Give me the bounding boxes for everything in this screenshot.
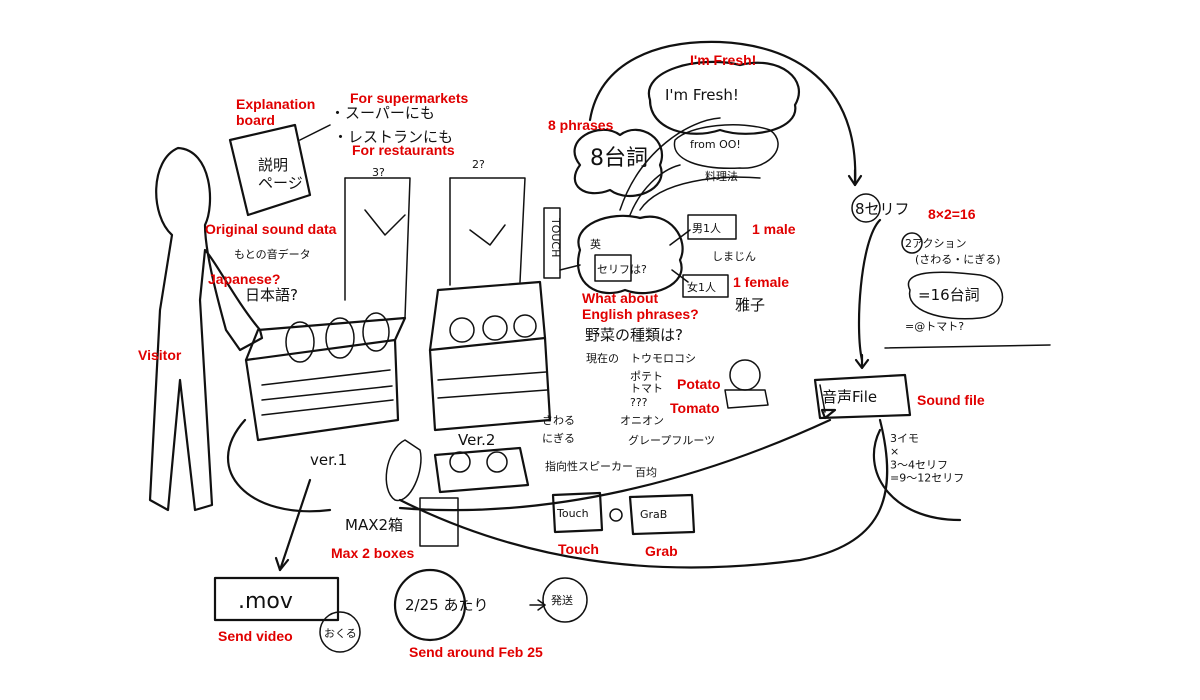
tomorokoshi: トウモロコシ: [630, 352, 696, 365]
eight-shi: 8台詞: [590, 146, 648, 171]
annotation-tomato: Tomato: [670, 400, 720, 416]
touch-box-text: Touch: [556, 507, 589, 520]
female-name: 雅子: [735, 296, 765, 314]
annotation-im-fresh: I'm Fresh!: [690, 52, 757, 68]
max2: MAX2箱: [345, 516, 403, 534]
annotation-send-video: Send video: [218, 628, 293, 644]
from-oo: from OO!: [690, 138, 741, 151]
restaurant-jp: ・レストランにも: [333, 128, 453, 146]
motono-oto: もとの音データ: [234, 247, 311, 261]
calc-arrow: [872, 428, 962, 522]
display-box-2: [428, 177, 561, 432]
annotation-send-around-feb25: Send around Feb 25: [409, 644, 543, 660]
hyaku: 百均: [635, 466, 657, 479]
date-text: 2/25 あたり: [405, 596, 488, 614]
hassou: 発送: [551, 593, 573, 607]
ima: 現在の: [586, 352, 619, 365]
ver2: Ver.2: [458, 431, 495, 449]
tomato-jp: トマト: [630, 382, 663, 395]
annotation-one-female: 1 female: [733, 274, 790, 290]
annotation-for-restaurants: For restaurants: [352, 142, 455, 158]
two-action: 2アクション: [905, 237, 966, 250]
potato-jp: ポテト: [630, 370, 663, 383]
arrow-to-sound: [398, 418, 832, 512]
annotation-eight-times-two: 8×2=16: [928, 206, 976, 222]
annotation-max-two-boxes: Max 2 boxes: [331, 545, 415, 561]
english-bubble: [559, 214, 684, 295]
tomato-q: =@トマト?: [905, 320, 964, 333]
okuru: おくる: [324, 627, 357, 640]
annotation-explanation-board: Explanation board: [236, 96, 316, 128]
supermarket-jp: ・スーパーにも: [330, 104, 435, 122]
male-name: しまじん: [712, 250, 756, 263]
grab-box-text: GraB: [640, 508, 667, 521]
nihongo: 日本語?: [245, 286, 298, 304]
onion: オニオン: [620, 414, 664, 427]
three-q: 3?: [372, 166, 385, 179]
annotation-one-male: 1 male: [752, 221, 796, 237]
display-box-1: [244, 177, 411, 442]
annotation-touch: Touch: [558, 541, 599, 557]
annotation-visitor: Visitor: [138, 347, 182, 363]
action-sub: (さわる・にぎる): [915, 252, 1001, 266]
sound-file-icon: [813, 373, 912, 420]
potato-drawing: [724, 359, 769, 409]
voice-actors: [669, 214, 737, 298]
yasai: 野菜の種類は?: [585, 326, 683, 344]
vegetable-tray: [433, 446, 530, 494]
male-one: 男1人: [692, 222, 721, 235]
floor-loop: [226, 418, 889, 569]
annotation-grab: Grab: [645, 543, 678, 559]
board-jp: 説明ページ: [258, 156, 303, 192]
annotation-japanese: Japanese?: [208, 271, 281, 287]
serifu-wa: セリフは?: [597, 263, 647, 276]
two-q: 2?: [472, 158, 485, 171]
annotation-sound-file: Sound file: [917, 392, 985, 408]
annotation-english-phrases: What about English phrases?: [582, 290, 699, 322]
sawaru: さわる: [542, 414, 575, 427]
mov-flow: [213, 478, 361, 653]
speaker: 指向性スピーカー: [545, 459, 633, 473]
touch-vertical: TOUCH: [549, 217, 562, 257]
three-imo: 3イモ×3〜4セリフ=9〜12セリフ: [890, 432, 964, 485]
annotation-potato: Potato: [677, 376, 721, 392]
touch-grab: [551, 491, 696, 536]
annotation-original-sound-data: Original sound data: [205, 221, 337, 237]
mov-text: .mov: [238, 589, 293, 614]
eight-serifu: 8セリフ: [855, 200, 910, 218]
calc-block: [851, 193, 1051, 370]
female-one: 女1人: [687, 280, 716, 294]
im-fresh-jp: I'm Fresh!: [665, 86, 739, 104]
explanation-board: [228, 123, 331, 217]
nigiru: にぎる: [542, 431, 575, 445]
grapefruit: グレープフルーツ: [628, 433, 715, 447]
annotation-eight-phrases: 8 phrases: [548, 117, 614, 133]
ver1: ver.1: [310, 451, 347, 469]
ryouri: 料理法: [705, 169, 738, 183]
onsei-file: 音声File: [822, 388, 877, 406]
speech-bubbles: [573, 40, 863, 216]
sixteen-shi: =16台詞: [918, 286, 980, 304]
kakko: ???: [630, 396, 648, 409]
visitor-figure: [148, 146, 264, 512]
date-flow: [385, 439, 588, 642]
annotation-for-supermarkets: For supermarkets: [350, 90, 469, 106]
ei: 英: [590, 237, 601, 251]
